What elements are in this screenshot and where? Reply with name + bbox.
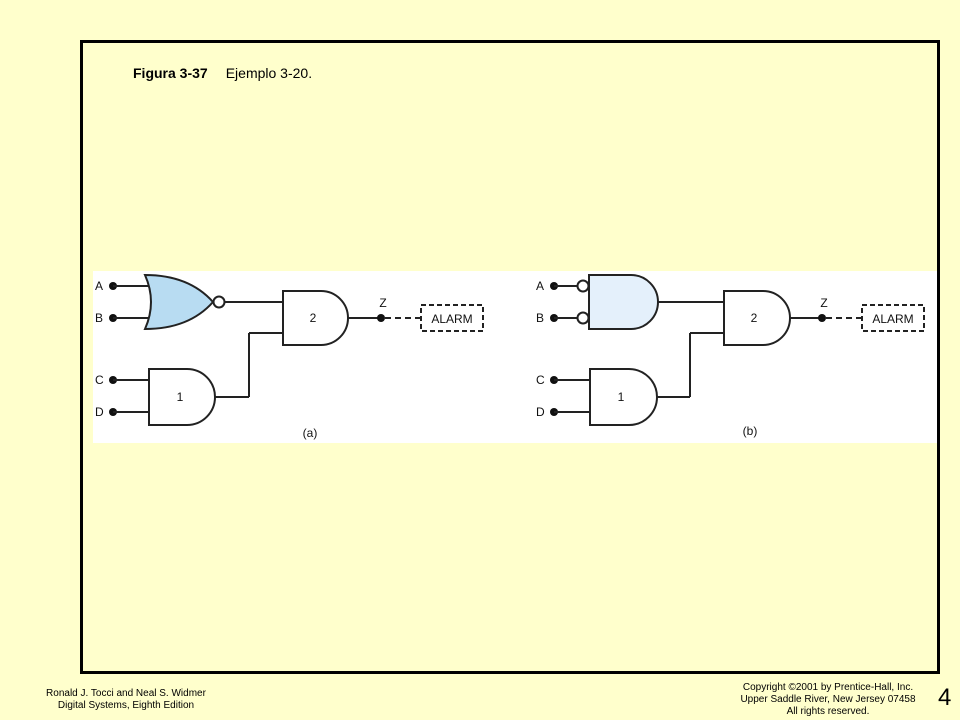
and-gate-2 [723,290,791,346]
page-number: 4 [938,684,952,711]
diagram-background [93,271,937,443]
footer-credits: Ronald J. Tocci and Neal S. Widmer Digit… [36,688,216,712]
inverted-input-a-bubble [576,279,590,293]
gate-1-label: 1 [618,390,625,404]
alarm-label: ALARM [872,312,913,326]
and-gate-1 [148,368,216,426]
input-d-label: D [536,405,545,419]
and-gate-2 [282,290,349,346]
output-z-terminal [377,314,385,322]
gate-1-label: 1 [177,390,184,404]
alarm-box [861,304,925,332]
sublabel-a: (a) [303,426,318,440]
footer-authors: Ronald J. Tocci and Neal S. Widmer [46,688,206,699]
circuit-b-labels: A B C D 1 2 Z ALARM (b) [536,279,914,438]
alarm-label: ALARM [431,312,472,326]
gate-2-label: 2 [751,311,758,325]
logic-diagram: A B C D 1 2 Z ALARM (a) [93,271,937,443]
gate-2-label: 2 [310,311,317,325]
nor-gate [143,273,215,331]
input-d-label: D [95,405,104,419]
figure-number: Figura 3-37 [133,65,208,81]
figure-title: Ejemplo 3-20. [225,65,313,81]
footer-copyright: Copyright ©2001 by Prentice-Hall, Inc. U… [716,682,940,718]
footer-address: Upper Saddle River, New Jersey 07458 [740,694,916,705]
sublabel-b: (b) [743,424,758,438]
footer-rights: All rights reserved. [786,706,870,717]
input-c-label: C [95,373,104,387]
footer-copyright-line: Copyright ©2001 by Prentice-Hall, Inc. [742,682,914,693]
nor-output-bubble [212,295,226,309]
input-a-label: A [95,279,103,293]
output-z-terminal [818,314,826,322]
input-c-label: C [536,373,545,387]
circuit-b [550,274,925,426]
circuit-a-labels: A B C D 1 2 Z ALARM (a) [95,279,473,440]
output-z-label: Z [820,296,827,310]
footer-book: Digital Systems, Eighth Edition [57,700,195,711]
figure-caption: Figura 3-37 Ejemplo 3-20. [133,65,312,81]
slide-frame: Figura 3-37 Ejemplo 3-20. [80,40,940,674]
alarm-box [420,304,484,332]
and-gate-1 [589,368,658,426]
and-gate-inverted-inputs [588,274,659,330]
inverted-input-b-bubble [576,311,590,325]
output-z-label: Z [379,296,386,310]
input-b-label: B [536,311,544,325]
input-b-label: B [95,311,103,325]
circuit-a [109,273,484,426]
input-a-label: A [536,279,544,293]
